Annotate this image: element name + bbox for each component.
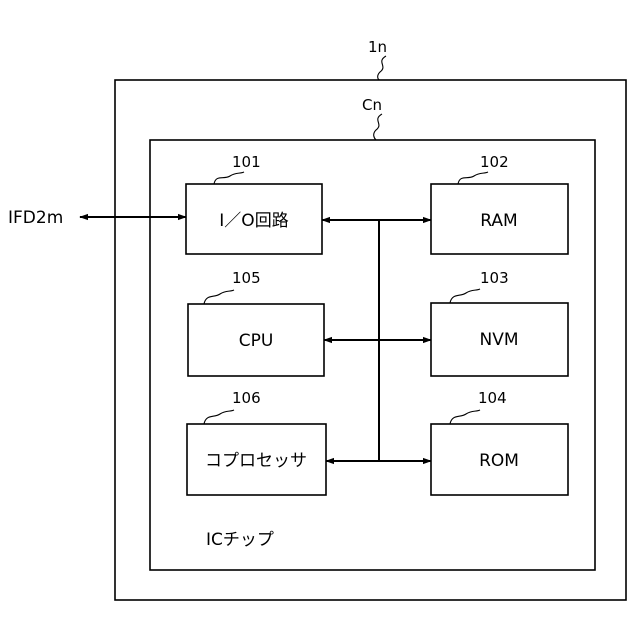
- block-nvm: NVM 103: [431, 269, 568, 376]
- block-cpu-label: CPU: [239, 331, 274, 351]
- block-ram-ref-leader: [458, 172, 488, 184]
- block-coprocessor: コプロセッサ 106: [187, 389, 326, 495]
- block-coprocessor-ref: 106: [232, 389, 261, 407]
- card-ref: 1n: [368, 38, 387, 56]
- card-ref-leader: [378, 56, 386, 80]
- block-nvm-ref: 103: [480, 269, 509, 287]
- block-io: I／O回路 101: [186, 153, 322, 254]
- block-coprocessor-ref-leader: [204, 410, 234, 424]
- block-cpu-ref-leader: [204, 290, 234, 304]
- external-label: IFD2m: [8, 208, 63, 228]
- block-io-ref-leader: [214, 172, 244, 184]
- block-nvm-ref-leader: [450, 289, 480, 303]
- block-rom-label: ROM: [479, 451, 519, 471]
- block-rom: ROM 104: [431, 389, 568, 495]
- block-io-label: I／O回路: [219, 211, 288, 231]
- block-ram: RAM 102: [431, 153, 568, 254]
- block-nvm-label: NVM: [479, 330, 518, 350]
- block-io-ref: 101: [232, 153, 261, 171]
- chip-ref: Cn: [362, 96, 382, 114]
- block-ram-ref: 102: [480, 153, 509, 171]
- block-cpu: CPU 105: [188, 269, 324, 376]
- chip-ref-leader: [374, 114, 382, 140]
- chip-label: ICチップ: [206, 530, 274, 550]
- block-cpu-ref: 105: [232, 269, 261, 287]
- block-coprocessor-label: コプロセッサ: [205, 451, 307, 471]
- block-rom-ref: 104: [478, 389, 507, 407]
- block-ram-label: RAM: [480, 211, 517, 231]
- block-rom-ref-leader: [450, 410, 480, 424]
